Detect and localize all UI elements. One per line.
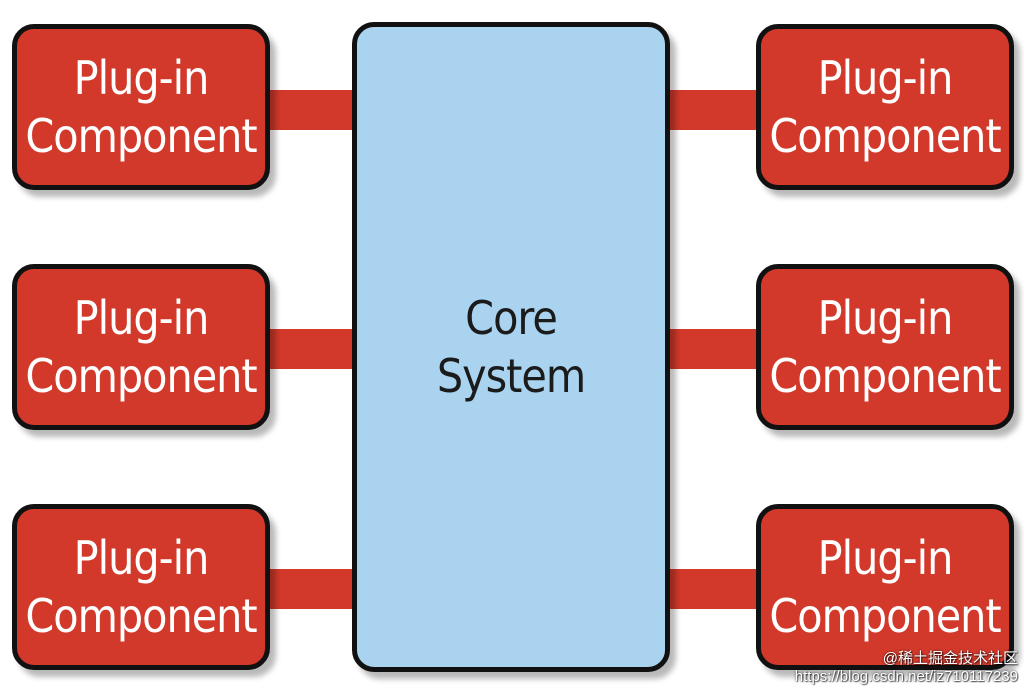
plugin-label-line1: Plug-in: [817, 531, 954, 585]
plugin-component-left-bottom: Plug-in Component: [12, 504, 270, 670]
plugin-component-right-top: Plug-in Component: [756, 24, 1014, 190]
connector-right-top: [664, 90, 758, 130]
plugin-label-line2: Component: [769, 589, 1001, 643]
watermark: @稀土掘金技术社区 https://blog.csdn.net/iz710117…: [795, 650, 1018, 686]
plugin-label-line1: Plug-in: [73, 51, 210, 105]
plugin-component-left-top: Plug-in Component: [12, 24, 270, 190]
plugin-label-line2: Component: [769, 349, 1001, 403]
plugin-label-line1: Plug-in: [73, 531, 210, 585]
plugin-component-right-middle: Plug-in Component: [756, 264, 1014, 430]
connector-left-middle: [268, 329, 360, 369]
watermark-brand: @稀土掘金技术社区: [882, 650, 1018, 667]
plugin-label-line1: Plug-in: [73, 291, 210, 345]
connector-left-bottom: [268, 569, 360, 609]
core-label-line1: Core: [465, 291, 558, 345]
plugin-component-left-middle: Plug-in Component: [12, 264, 270, 430]
plugin-component-right-bottom: Plug-in Component: [756, 504, 1014, 670]
plugin-label-line2: Component: [25, 349, 257, 403]
connector-right-middle: [664, 329, 758, 369]
plugin-label-line2: Component: [769, 109, 1001, 163]
core-system: Core System: [352, 22, 670, 672]
plugin-label-line1: Plug-in: [817, 51, 954, 105]
watermark-url: https://blog.csdn.net/iz710117239: [794, 668, 1018, 685]
plugin-label-line1: Plug-in: [817, 291, 954, 345]
connector-left-top: [268, 90, 360, 130]
connector-right-bottom: [664, 569, 758, 609]
plugin-label-line2: Component: [25, 109, 257, 163]
plugin-label-line2: Component: [25, 589, 257, 643]
core-label-line2: System: [436, 349, 586, 403]
